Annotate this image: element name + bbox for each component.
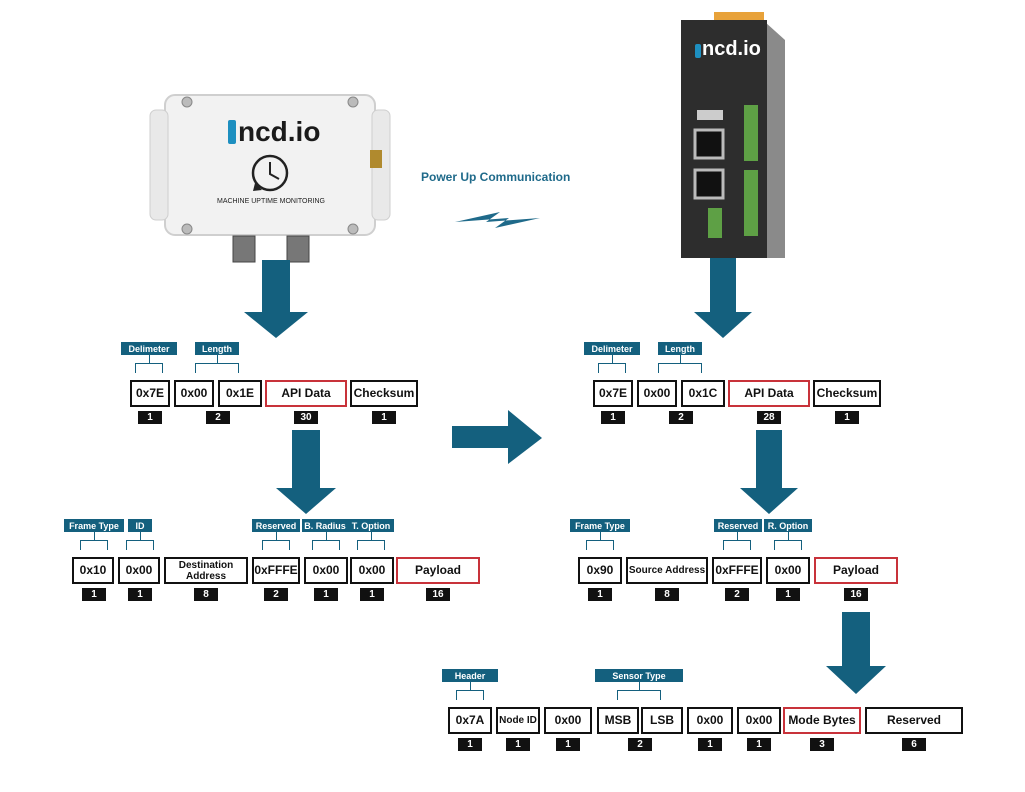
field-delimiter: 0x7E xyxy=(130,380,170,407)
field-receive-option: 0x00 xyxy=(766,557,810,584)
size-sensor-type: 2 xyxy=(628,738,652,751)
field-frame-id: 0x00 xyxy=(118,557,160,584)
size-delimiter: 1 xyxy=(138,411,162,424)
field-delimiter: 0x7E xyxy=(593,380,633,407)
field-mode-bytes: Mode Bytes xyxy=(783,707,861,734)
size-checksum: 1 xyxy=(372,411,396,424)
size-payload: 16 xyxy=(844,588,868,601)
size-reserved: 2 xyxy=(264,588,288,601)
right-arrow-transfer xyxy=(452,410,542,464)
field-payload: Payload xyxy=(396,557,480,584)
sensor-brand: ncd.io xyxy=(238,116,321,147)
sensor-device-label: MACHINE UPTIME MONITORING xyxy=(217,198,325,205)
size-byte-a: 1 xyxy=(698,738,722,751)
size-checksum: 1 xyxy=(835,411,859,424)
size-mode-bytes: 3 xyxy=(810,738,834,751)
field-broadcast-radius: 0x00 xyxy=(304,557,348,584)
size-frame-type: 1 xyxy=(82,588,106,601)
size-receive-option: 1 xyxy=(776,588,800,601)
down-arrow-sensor-api xyxy=(276,430,336,514)
gateway-brand: ncd.io xyxy=(702,38,761,60)
field-reserved: Reserved xyxy=(865,707,963,734)
size-api-data: 30 xyxy=(294,411,318,424)
field-api-data: API Data xyxy=(265,380,347,407)
size-node-id: 1 xyxy=(506,738,530,751)
field-transmit-option: 0x00 xyxy=(350,557,394,584)
wireless-link-icon xyxy=(455,212,540,228)
field-checksum: Checksum xyxy=(350,380,418,407)
field-byte-a: 0x00 xyxy=(687,707,733,734)
field-sensor-type-lsb: LSB xyxy=(641,707,683,734)
size-firmware: 1 xyxy=(556,738,580,751)
tag-delimeter: Delimeter xyxy=(121,342,177,355)
field-frame-type: 0x90 xyxy=(578,557,622,584)
down-arrow-sensor xyxy=(244,260,308,338)
field-destination-address: Destination Address xyxy=(164,557,248,584)
field-length-msb: 0x00 xyxy=(174,380,214,407)
field-reserved: 0xFFFE xyxy=(712,557,762,584)
tag-header: Header xyxy=(442,669,498,682)
tag-transmit-option: T. Option xyxy=(348,519,394,532)
field-checksum: Checksum xyxy=(813,380,881,407)
diagram-title: Power Up Communication xyxy=(421,170,571,184)
size-frame-type: 1 xyxy=(588,588,612,601)
tag-reserved: Reserved xyxy=(714,519,762,532)
tag-frame-type: Frame Type xyxy=(570,519,630,532)
field-node-id: Node ID xyxy=(496,707,540,734)
tag-id: ID xyxy=(128,519,152,532)
size-header: 1 xyxy=(458,738,482,751)
size-api-data: 28 xyxy=(757,411,781,424)
tag-frame-type: Frame Type xyxy=(64,519,124,532)
field-byte-b: 0x00 xyxy=(737,707,781,734)
sensor-device xyxy=(149,94,391,263)
tag-length: Length xyxy=(658,342,702,355)
gateway-device xyxy=(681,12,785,258)
tag-receive-option: R. Option xyxy=(764,519,812,532)
tag-sensor-type: Sensor Type xyxy=(595,669,683,682)
field-length-lsb: 0x1C xyxy=(681,380,725,407)
size-broadcast-radius: 1 xyxy=(314,588,338,601)
down-arrow-gateway xyxy=(694,258,752,338)
down-arrow-payload xyxy=(826,612,886,694)
field-header: 0x7A xyxy=(448,707,492,734)
tag-broadcast-radius: B. Radius xyxy=(302,519,348,532)
size-length: 2 xyxy=(669,411,693,424)
size-payload: 16 xyxy=(426,588,450,601)
field-length-lsb: 0x1E xyxy=(218,380,262,407)
field-firmware: 0x00 xyxy=(544,707,592,734)
size-reserved: 6 xyxy=(902,738,926,751)
size-byte-b: 1 xyxy=(747,738,771,751)
field-sensor-type-msb: MSB xyxy=(597,707,639,734)
size-source-address: 8 xyxy=(655,588,679,601)
down-arrow-gateway-api xyxy=(740,430,798,514)
field-source-address: Source Address xyxy=(626,557,708,584)
field-api-data: API Data xyxy=(728,380,810,407)
field-length-msb: 0x00 xyxy=(637,380,677,407)
size-reserved: 2 xyxy=(725,588,749,601)
size-length: 2 xyxy=(206,411,230,424)
size-transmit-option: 1 xyxy=(360,588,384,601)
tag-length: Length xyxy=(195,342,239,355)
field-reserved: 0xFFFE xyxy=(252,557,300,584)
field-payload: Payload xyxy=(814,557,898,584)
field-frame-type: 0x10 xyxy=(72,557,114,584)
tag-delimeter: Delimeter xyxy=(584,342,640,355)
size-delimiter: 1 xyxy=(601,411,625,424)
size-destination-address: 8 xyxy=(194,588,218,601)
size-frame-id: 1 xyxy=(128,588,152,601)
tag-reserved: Reserved xyxy=(252,519,300,532)
